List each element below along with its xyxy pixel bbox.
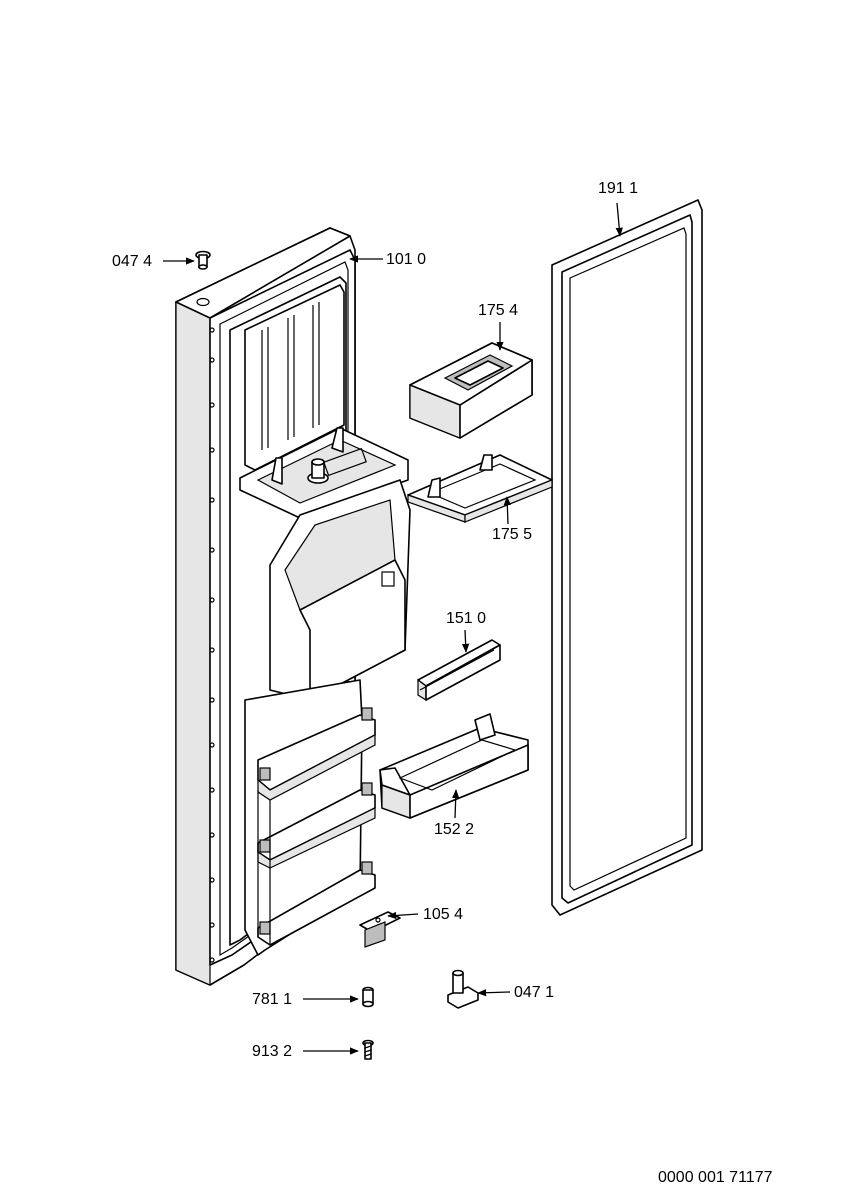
door-screw-holes [209, 327, 215, 963]
door-bolt-top-drawing [195, 250, 211, 270]
door-gasket-drawing [551, 199, 703, 916]
bushing-drawing [362, 986, 374, 1008]
label-door-assembly: 101 0 [386, 251, 427, 268]
label-door-gasket: 191 1 [598, 180, 639, 197]
label-door-shelf: 152 2 [434, 821, 475, 838]
label-shelf-rail: 151 0 [446, 610, 487, 627]
label-dispenser-tray: 175 5 [492, 526, 533, 543]
hinge-pin-bottom-drawing [447, 969, 479, 1009]
door-shelf-drawing [379, 713, 529, 819]
hinge-bracket-drawing [359, 911, 401, 948]
shelf-rail-drawing [417, 639, 501, 702]
drawing-number: 0000 001 71177 [658, 1169, 773, 1186]
label-screw: 913 2 [252, 1043, 293, 1060]
leader-lines [163, 202, 623, 1055]
label-bushing: 781 1 [252, 991, 293, 1008]
label-door-bolt-top: 047 4 [112, 253, 153, 270]
label-dispenser-cover: 175 4 [478, 302, 519, 319]
dispenser-tray-drawing [407, 454, 553, 523]
label-hinge-pin-bottom: 047 1 [514, 984, 555, 1001]
dispenser-cover-drawing [409, 342, 533, 439]
label-hinge-bracket: 105 4 [423, 906, 464, 923]
door-assembly-drawing [175, 227, 411, 986]
screw-drawing [362, 1039, 374, 1060]
